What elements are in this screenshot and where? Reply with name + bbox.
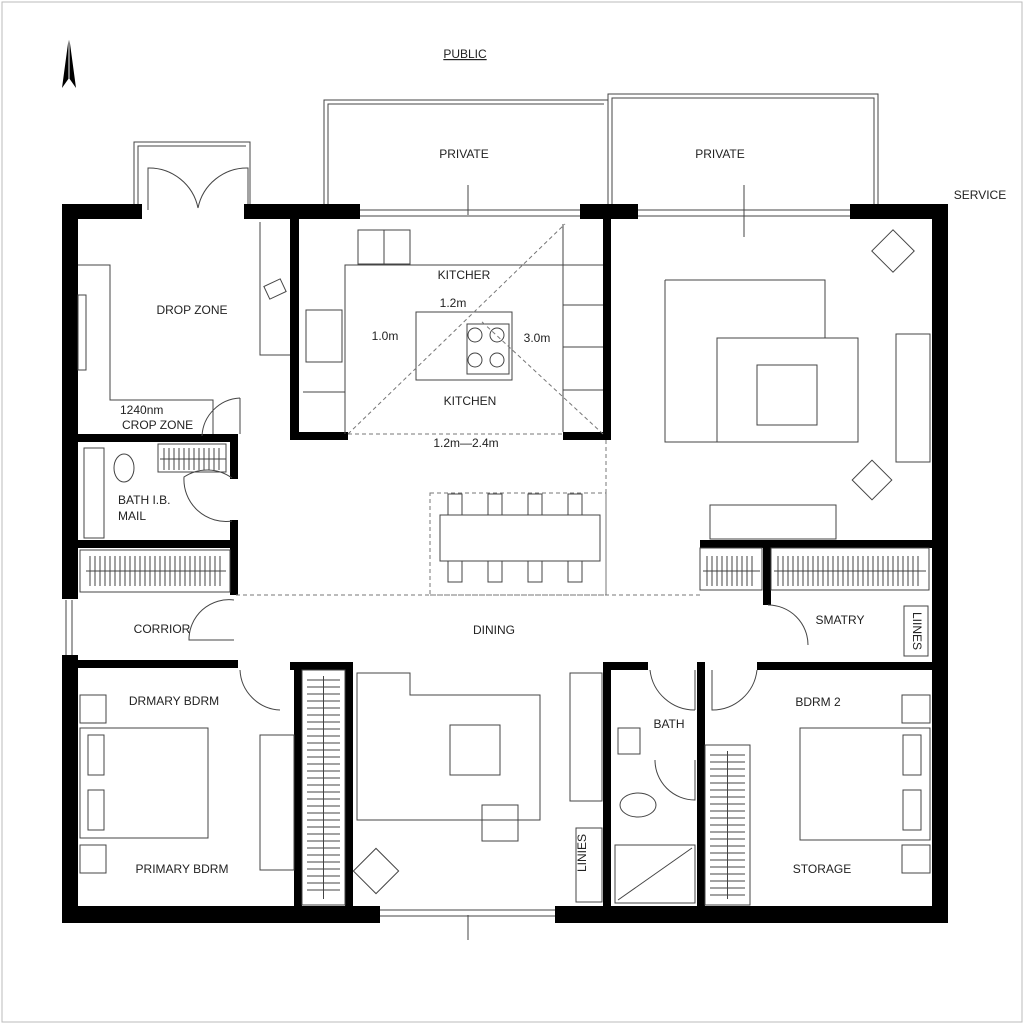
exterior-walls (62, 204, 948, 923)
label-primary-top: DRMARY BDRM (129, 694, 219, 708)
closet-hatch (774, 556, 926, 586)
balconies (133, 93, 879, 940)
label-private-left: PRIVATE (439, 147, 489, 161)
label-crop-zone: CROP ZONE (122, 418, 193, 432)
label-kitcher: KITCHER (438, 268, 491, 282)
label-dim-top: 1.2m (440, 296, 467, 310)
closet-hatch (307, 676, 340, 899)
label-bdrm2: BDRM 2 (795, 695, 841, 709)
closet-hatch (703, 556, 760, 586)
label-private-right: PRIVATE (695, 147, 745, 161)
label-linens-center: LINIES (575, 834, 589, 872)
label-dim-left: 1.0m (372, 329, 399, 343)
label-bath: BATH (653, 717, 684, 731)
north-arrow-icon (62, 36, 76, 88)
label-drop-zone: DROP ZONE (156, 303, 227, 317)
label-dim-1240: 1240nm (120, 403, 163, 417)
doors (183, 397, 809, 801)
label-dim-right: 3.0m (524, 331, 551, 345)
label-dining: DINING (473, 623, 515, 637)
closet-hatch (160, 448, 226, 470)
label-dim-bottom: 1.2m—2.4m (433, 436, 498, 450)
room-labels: PUBLIC PRIVATE PRIVATE SERVICE DROP ZONE… (118, 47, 1006, 876)
label-linens-right: LIINES (910, 612, 924, 650)
closet-hatch (710, 751, 745, 899)
label-bath-lb: BATH I.B. (118, 493, 170, 507)
label-kitchen: KITCHEN (444, 394, 497, 408)
interior-walls (78, 219, 932, 907)
label-service: SERVICE (954, 188, 1006, 202)
label-mail: MAIL (118, 509, 146, 523)
label-public: PUBLIC (443, 47, 487, 61)
label-primary-bottom: PRIMARY BDRM (136, 862, 229, 876)
label-storage: STORAGE (793, 862, 851, 876)
label-smatry: SMATRY (816, 613, 865, 627)
label-corridor: CORRIOR (134, 622, 191, 636)
furniture (77, 222, 931, 906)
closet-hatch (86, 556, 226, 586)
